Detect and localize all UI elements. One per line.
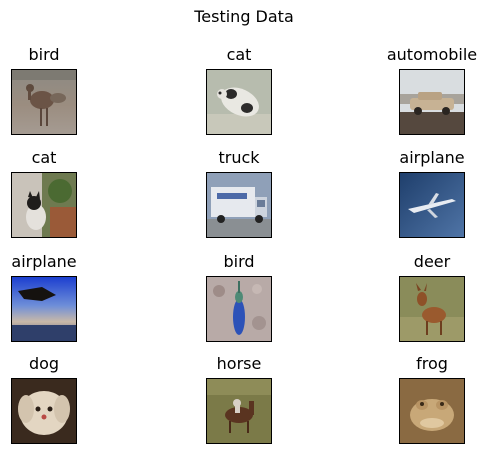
image-cell-deer: deer: [399, 252, 465, 344]
airplane-photo: [399, 172, 465, 238]
image-label: cat: [226, 45, 252, 64]
airplane-photo: [11, 276, 77, 342]
image-label: airplane: [399, 148, 465, 167]
bird-photo: [11, 69, 77, 135]
image-label: frog: [416, 354, 448, 373]
image-label: dog: [28, 354, 60, 373]
cat-photo: [11, 172, 77, 238]
image-cell-airplane: airplane: [399, 148, 465, 240]
dog-photo: [11, 378, 77, 444]
bird-photo: [206, 276, 272, 342]
image-label: bird: [223, 252, 255, 271]
image-cell-horse: horse: [206, 354, 272, 446]
automobile-photo: [399, 69, 465, 135]
image-cell-frog: frog: [399, 354, 465, 446]
image-cell-cat: cat: [206, 45, 272, 137]
image-label: bird: [28, 45, 60, 64]
image-cell-bird: bird: [11, 45, 77, 137]
image-cell-bird: bird: [206, 252, 272, 344]
frog-photo: [399, 378, 465, 444]
image-label: horse: [216, 354, 262, 373]
image-label: deer: [413, 252, 451, 271]
image-label: cat: [31, 148, 57, 167]
image-label: truck: [218, 148, 260, 167]
cat-photo: [206, 69, 272, 135]
image-label: airplane: [11, 252, 77, 271]
image-cell-airplane: airplane: [11, 252, 77, 344]
image-cell-dog: dog: [11, 354, 77, 446]
image-label: automobile: [386, 45, 478, 64]
image-cell-automobile: automobile: [387, 45, 477, 137]
truck-photo: [206, 172, 272, 238]
figure-title: Testing Data: [194, 7, 294, 26]
deer-photo: [399, 276, 465, 342]
image-cell-truck: truck: [206, 148, 272, 240]
image-cell-cat: cat: [11, 148, 77, 240]
horse-photo: [206, 378, 272, 444]
